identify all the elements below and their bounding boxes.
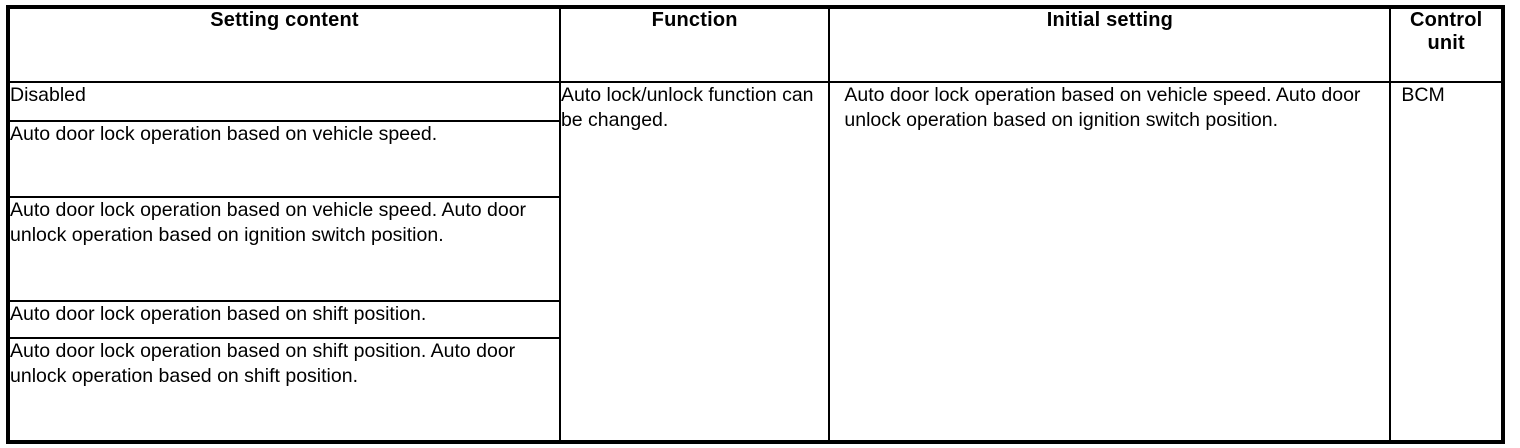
table-row: Auto door lock operation based on shift …	[7, 337, 1503, 443]
initial-setting-cell: Auto door lock operation based on vehicl…	[828, 81, 1392, 443]
column-header-setting-content: Setting content	[7, 6, 561, 83]
table-header: Setting content Function Initial setting…	[7, 6, 1504, 83]
table-row: Auto door lock operation based on vehicl…	[7, 196, 1503, 302]
table-row: Auto door lock operation based on vehicl…	[7, 120, 1503, 198]
setting-specification-table: Setting content Function Initial setting…	[6, 5, 1505, 444]
setting-content-cell-5: Auto door lock operation based on shift …	[7, 337, 561, 443]
table-row: Auto door lock operation based on shift …	[7, 300, 1503, 339]
table-body: Disabled Auto lock/unlock function can b…	[7, 81, 1504, 443]
header-row: Setting content Function Initial setting…	[7, 6, 1504, 83]
column-header-control-unit: Control unit	[1389, 6, 1504, 83]
setting-content-cell-3: Auto door lock operation based on vehicl…	[7, 196, 561, 302]
table-row: Disabled Auto lock/unlock function can b…	[7, 81, 1504, 443]
control-unit-cell: BCM	[1389, 81, 1504, 443]
column-header-function: Function	[558, 6, 831, 83]
setting-content-cell-1: Disabled	[7, 81, 561, 122]
setting-content-cell-2: Auto door lock operation based on vehicl…	[7, 120, 561, 198]
setting-content-cell-4: Auto door lock operation based on shift …	[7, 300, 561, 339]
column-header-initial-setting: Initial setting	[828, 6, 1392, 83]
function-cell: Auto lock/unlock function can be changed…	[558, 81, 831, 443]
